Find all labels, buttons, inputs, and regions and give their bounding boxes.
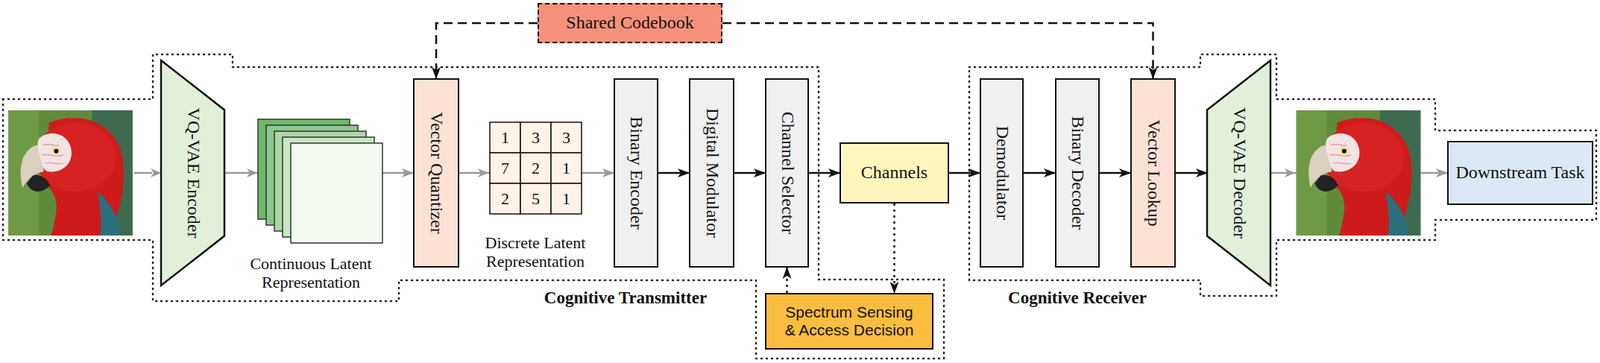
process-box: Downstream Task [1447,140,1594,206]
flow-arrow [1023,172,1055,175]
latent-stack [257,119,383,244]
grid-number: 2 [489,189,521,209]
region-group: Cognitive Receiver Demodulator Binary Deco… [961,44,1600,329]
trapezoid-shape [161,60,225,286]
process-box: Shared Codebook [537,2,723,44]
grid-cell [520,122,551,153]
process-box: Vector Quantizer [413,78,460,268]
dotted-boundary [2,54,944,359]
arrow-head [246,168,258,178]
parrot-image [1296,110,1422,236]
latent-layer [290,143,383,244]
grid-cell [550,122,582,153]
process-box: Spectrum Sensing & Access Decision [764,293,934,350]
box-label: Downstream Task [1455,162,1585,184]
grid-number: 7 [489,158,521,178]
process-box: Channels [839,142,950,204]
box-label: Binary Encoder [625,116,647,229]
box-label: Demodulator [991,126,1013,221]
region-label: Cognitive Receiver [1008,288,1147,308]
flow-arrow [1099,172,1131,175]
process-box: Digital Modulator [688,78,735,268]
box-label: VQ-VAE Encoder [182,108,204,239]
grid-number: 5 [520,189,551,209]
flow-arrow [1175,172,1208,175]
box-label: Channel Selector [776,111,798,235]
grid-cell [550,183,582,214]
grid-cell [489,183,521,214]
annotation: Continuous Latent Representation [228,254,393,293]
arrow-head [150,168,162,178]
grid-number: 1 [550,158,582,178]
autoencoder-block: VQ-VAE Encoder [161,60,225,286]
dotted-connector [785,267,789,294]
parrot-image [8,110,133,236]
box-label: Channels [861,162,928,184]
box-label: Vector Lookup [1142,119,1164,226]
input-arrow [134,172,153,175]
process-box: Vector Lookup [1130,78,1176,268]
grid-cell [520,183,551,214]
dashed-connector [436,23,538,79]
box-label: Shared Codebook [565,12,694,34]
process-box: Binary Encoder [613,78,659,268]
process-box: Demodulator [979,78,1024,268]
process-box: Channel Selector [764,78,809,268]
flow-arrow [734,172,765,175]
code-grid [489,122,582,214]
grid-number: 3 [550,128,582,147]
autoencoder-block: VQ-VAE Decoder [1207,60,1271,286]
grid-cell [520,152,551,184]
dotted-boundary [969,54,1597,296]
annotation: Discrete Latent Representation [464,233,607,272]
process-box: Binary Decoder [1054,78,1100,268]
flow-arrow [808,172,840,175]
region-label: Cognitive Transmitter [544,288,707,308]
dashed-connector [722,23,1154,79]
grid-number: 3 [520,128,551,147]
trapezoid-shape [1207,60,1271,286]
box-label: Spectrum Sensing & Access Decision [780,303,918,340]
flow-arrow [949,172,980,175]
flow-arrow [658,172,689,175]
box-label: Digital Modulator [701,108,723,238]
grid-cell [489,122,521,153]
box-label: Vector Quantizer [425,111,447,234]
region-group: Cognitive Transmitter VQ-VAE Encoder Vecto… [0,44,955,363]
dotted-connector [893,203,896,294]
grid-cell [489,152,521,184]
arrow-head [477,168,489,178]
grid-number: 2 [520,158,551,178]
arrow-head [1284,168,1296,178]
grid-number: 1 [550,189,582,209]
grid-number: 1 [489,128,521,147]
box-label: VQ-VAE Decoder [1228,107,1250,239]
grid-cell [550,152,582,184]
box-label: Binary Decoder [1066,116,1088,231]
